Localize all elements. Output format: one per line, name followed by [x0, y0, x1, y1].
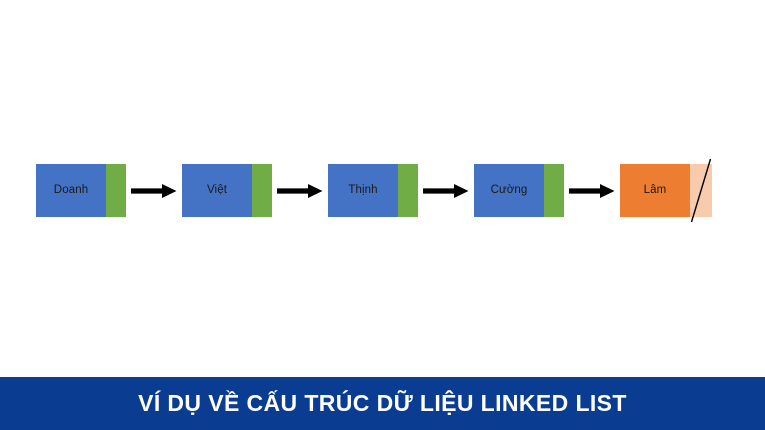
node-label-2: Việt	[206, 183, 227, 196]
arrow-doanh-to-viet	[126, 164, 182, 217]
null-slash-icon	[690, 158, 712, 223]
node-data-cell-2: Việt	[182, 164, 252, 217]
node-pointer-cell-3	[398, 164, 418, 217]
node-pointer-cell-2	[252, 164, 272, 217]
node-pointer-cell-1	[106, 164, 126, 217]
node-label-1: Doanh	[53, 183, 89, 196]
node-label-5: Lâm	[643, 183, 667, 196]
list-node-1[interactable]: Doanh	[36, 164, 126, 217]
arrow-viet-to-thinh	[272, 164, 328, 217]
node-data-cell-4: Cường	[474, 164, 544, 217]
node-label-4: Cường	[490, 183, 528, 196]
node-pointer-cell-5	[690, 158, 712, 223]
arrow-cuong-to-lam	[564, 164, 620, 217]
list-node-3[interactable]: Thịnh	[328, 164, 418, 217]
node-label-3: Thịnh	[348, 183, 378, 196]
node-pointer-cell-4	[544, 164, 564, 217]
list-node-5[interactable]: Lâm	[620, 158, 712, 223]
footer-banner-title: VÍ DỤ VỀ CẤU TRÚC DỮ LIỆU LINKED LIST	[138, 390, 627, 416]
footer-banner: VÍ DỤ VỀ CẤU TRÚC DỮ LIỆU LINKED LIST	[0, 377, 765, 430]
arrow-thinh-to-cuong	[418, 164, 474, 217]
node-data-cell-5: Lâm	[620, 164, 690, 217]
node-data-cell-3: Thịnh	[328, 164, 398, 217]
linked-list-container: Doanh Việt Thịnh	[36, 158, 730, 223]
list-node-4[interactable]: Cường	[474, 164, 564, 217]
list-node-2[interactable]: Việt	[182, 164, 272, 217]
node-data-cell-1: Doanh	[36, 164, 106, 217]
